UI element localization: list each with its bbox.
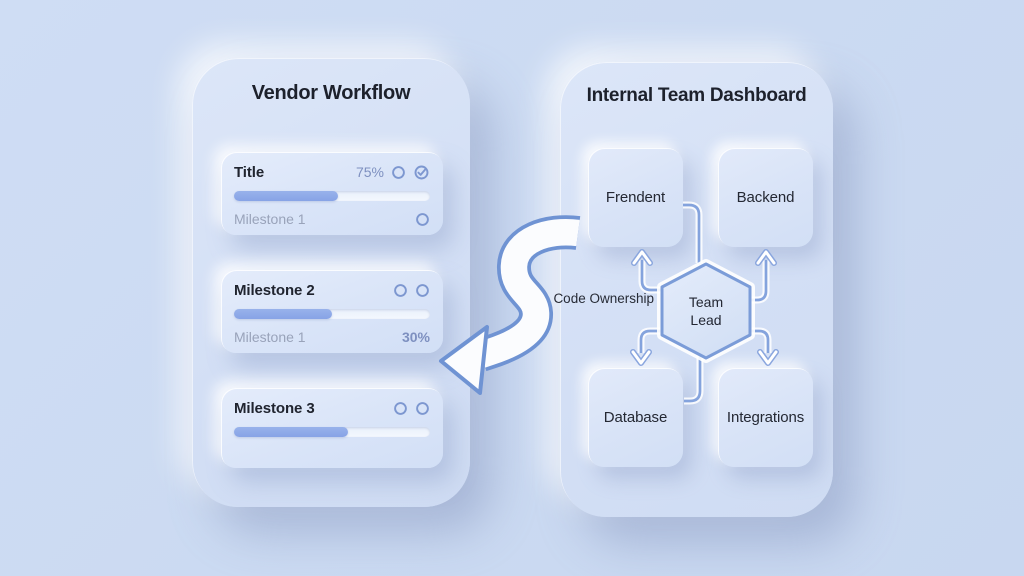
progress-percent-label: 30%	[401, 329, 430, 345]
team-lead-label: Team Lead	[688, 294, 724, 329]
progress-bar-fill	[234, 309, 332, 319]
progress-bar-fill	[234, 427, 348, 437]
progress-bar	[234, 191, 430, 201]
team-box-integrations: Integrations	[718, 368, 813, 467]
progress-bar	[234, 309, 430, 319]
circle-icon[interactable]	[415, 212, 430, 227]
card-title: Title	[234, 163, 265, 181]
code-ownership-label: Code Ownership	[553, 291, 654, 306]
team-box-frontend: Frendent	[588, 148, 683, 247]
circle-icon[interactable]	[393, 283, 408, 298]
circle-icon[interactable]	[391, 165, 406, 180]
milestone-card-2: Milestone 2 Milestone 1 30%	[221, 270, 443, 353]
milestone-sublabel: Milestone 1	[234, 211, 306, 227]
milestone-card-1: Title 75% Milestone 1	[221, 152, 443, 235]
internal-team-dashboard-title: Internal Team Dashboard	[586, 85, 807, 106]
team-box-label: Frendent	[605, 189, 666, 206]
progress-percent-label: 75%	[355, 164, 384, 180]
team-box-label: Backend	[736, 189, 795, 206]
milestone-sublabel: Milestone 1	[234, 329, 306, 345]
vendor-workflow-title: Vendor Workflow	[251, 82, 411, 104]
check-circle-icon[interactable]	[413, 164, 430, 181]
card-title: Milestone 2	[234, 281, 315, 299]
circle-icon[interactable]	[415, 283, 430, 298]
progress-bar	[234, 427, 430, 437]
card-title: Milestone 3	[234, 399, 315, 417]
milestone-card-3: Milestone 3	[221, 388, 443, 468]
team-box-database: Database	[588, 368, 683, 467]
team-box-label: Integrations	[726, 409, 805, 426]
progress-bar-fill	[234, 191, 338, 201]
team-box-backend: Backend	[718, 148, 813, 247]
team-box-label: Database	[603, 409, 668, 426]
vendor-workflow-panel: Vendor Workflow Title 75% Milestone 1	[192, 58, 470, 507]
internal-team-dashboard-panel: Internal Team Dashboard Frendent Backend…	[560, 62, 833, 517]
circle-icon[interactable]	[393, 401, 408, 416]
circle-icon[interactable]	[415, 401, 430, 416]
